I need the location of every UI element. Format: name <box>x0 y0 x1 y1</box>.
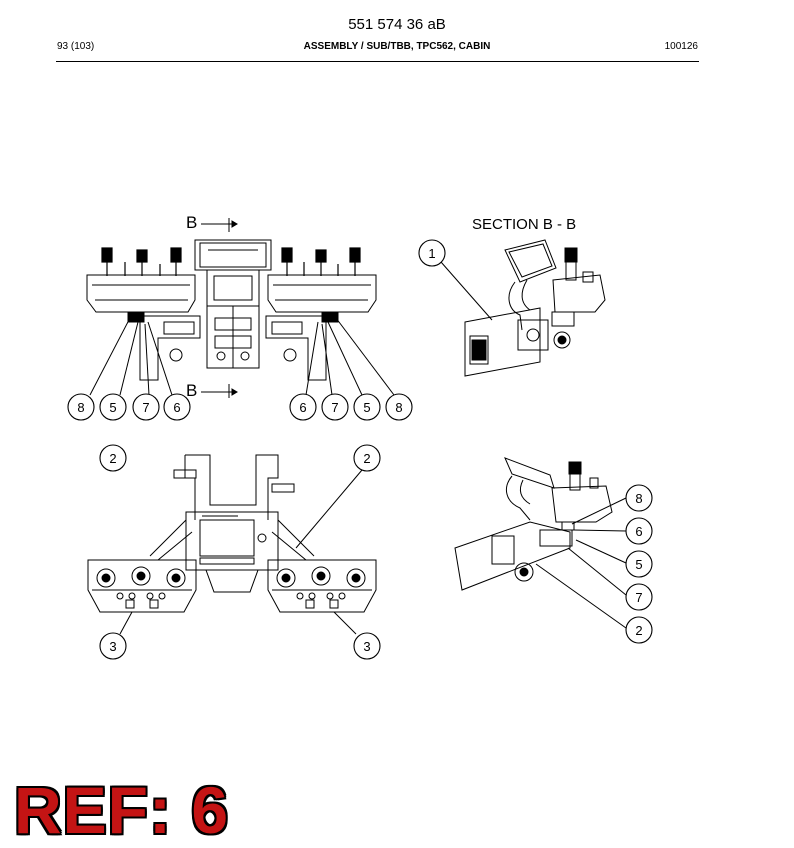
section-marker-bottom: B <box>186 381 197 400</box>
header-divider <box>56 61 699 62</box>
callout-number: 7 <box>635 590 642 605</box>
callout-bubble <box>353 632 381 660</box>
reference-label: REF: 6 <box>14 773 230 847</box>
callout-bubble <box>99 444 127 472</box>
callout-number: 2 <box>635 623 642 638</box>
callout-bubble <box>132 393 160 421</box>
callout-number: 8 <box>395 400 402 415</box>
callout-bubble <box>353 393 381 421</box>
callout-number: 3 <box>363 639 370 654</box>
bottom-view <box>87 454 377 635</box>
callout-number: 2 <box>109 451 116 466</box>
callout-bubble <box>99 632 127 660</box>
callout-bubble <box>418 239 446 267</box>
callout-number: 5 <box>109 400 116 415</box>
callout-number: 2 <box>363 451 370 466</box>
callout-number: 3 <box>109 639 116 654</box>
callout-number: 6 <box>299 400 306 415</box>
callout-bubble <box>625 550 653 578</box>
callout-number: 1 <box>428 246 435 261</box>
callout-number: 5 <box>363 400 370 415</box>
callout-bubble <box>625 484 653 512</box>
section-marker-top: B <box>186 213 197 232</box>
callout-number: 8 <box>77 400 84 415</box>
callout-bubble <box>625 616 653 644</box>
section-title: SECTION B - B <box>472 216 576 233</box>
page-count: 93 (103) <box>57 41 95 52</box>
document-title: ASSEMBLY / SUB/TBB, TPC562, CABIN <box>303 41 491 52</box>
front-view: B B <box>86 213 395 400</box>
callout-bubble <box>353 444 381 472</box>
document-date: 100126 <box>664 41 698 52</box>
callout-bubble <box>625 517 653 545</box>
callout-bubble <box>67 393 95 421</box>
callout-number: 7 <box>331 400 338 415</box>
callout-number: 7 <box>142 400 149 415</box>
callout-bubble <box>99 393 127 421</box>
callout-bubble <box>321 393 349 421</box>
callout-bubble <box>385 393 413 421</box>
section-view: SECTION B - B <box>440 216 606 377</box>
side-view <box>454 457 627 629</box>
callout-number: 5 <box>635 557 642 572</box>
document-number: 551 574 36 aB <box>348 16 446 33</box>
callout-number: 8 <box>635 491 642 506</box>
callout-number: 6 <box>635 524 642 539</box>
callout-bubble <box>625 583 653 611</box>
callout-bubble <box>289 393 317 421</box>
callout-bubble <box>163 393 191 421</box>
callout-number: 6 <box>173 400 180 415</box>
